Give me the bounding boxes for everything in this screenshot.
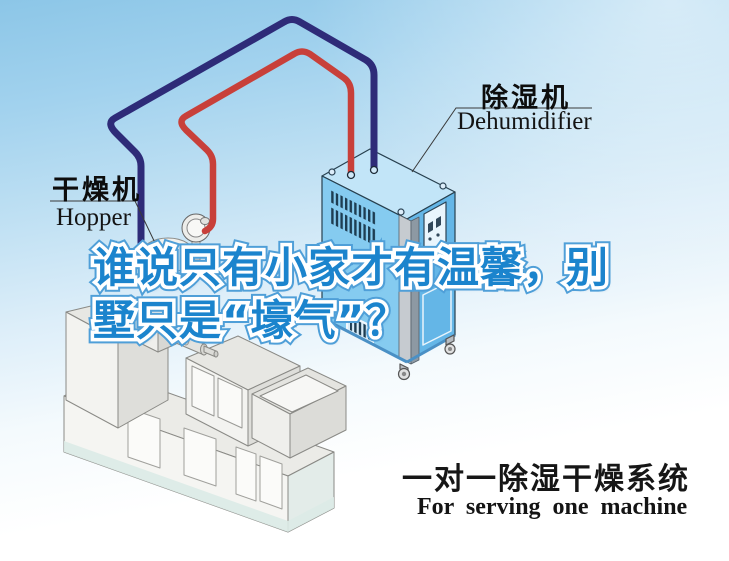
caption-title-zh: 一对一除湿干燥系统 bbox=[402, 462, 690, 497]
headline-line2-fill: 墅只是“壕气”？ bbox=[93, 296, 409, 345]
hose-fittings bbox=[346, 165, 379, 180]
hopper-label-zh: 干燥机 bbox=[52, 175, 142, 206]
headline-line2-outline: 墅只是“壕气”？ bbox=[87, 291, 412, 351]
dehumidifier-illustration bbox=[320, 148, 456, 381]
cold-return-hose bbox=[107, 16, 378, 250]
injection-molding-machine-illustration bbox=[63, 299, 347, 533]
caster-wheels bbox=[320, 323, 456, 381]
headline-line1-outline: 谁说只有小家才有温馨，别 bbox=[87, 238, 613, 298]
headline-line-2: 墅只是“壕气”？ 墅只是“壕气”？ 墅只是“壕气”？ bbox=[87, 291, 609, 351]
hopper-label-en: Hopper bbox=[56, 204, 131, 231]
headline-line2-white: 墅只是“壕气”？ bbox=[89, 293, 410, 349]
label-leader-lines bbox=[50, 107, 592, 248]
dehumidifier-label-en: Dehumidifier bbox=[457, 108, 592, 135]
headline: 谁说只有小家才有温馨，别 谁说只有小家才有温馨，别 谁说只有小家才有温馨，别 墅… bbox=[87, 238, 613, 351]
hot-supply-hose bbox=[178, 48, 355, 235]
caption-subtitle-en: For serving one machine bbox=[417, 494, 688, 520]
headline-line-1: 谁说只有小家才有温馨，别 谁说只有小家才有温馨，别 谁说只有小家才有温馨，别 bbox=[87, 238, 613, 298]
headline-line1-white: 谁说只有小家才有温馨，别 bbox=[89, 240, 611, 296]
headline-line1-fill: 谁说只有小家才有温馨，别 bbox=[93, 243, 610, 292]
dehumidifier-label-zh: 除湿机 bbox=[481, 83, 571, 114]
